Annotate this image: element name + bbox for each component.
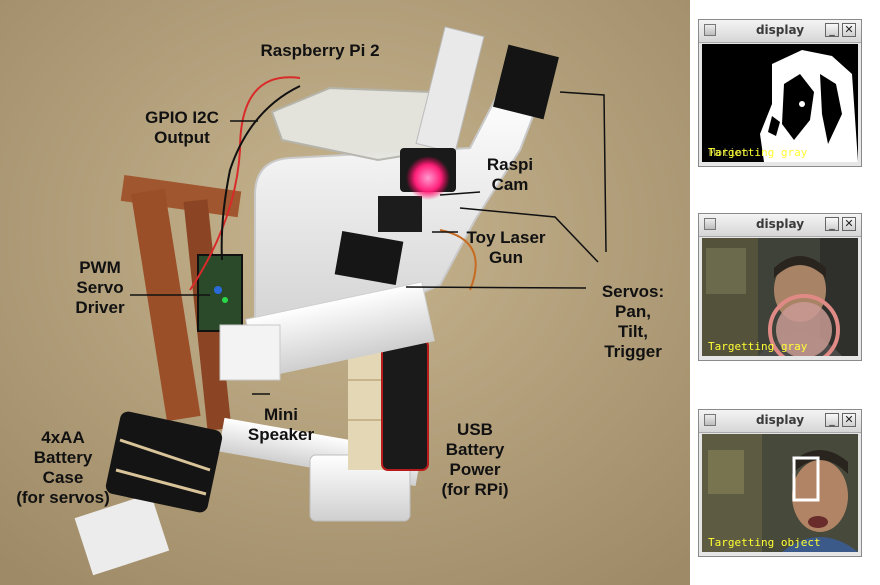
target-circle <box>768 294 840 356</box>
label-toy-laser: Toy Laser Gun <box>466 228 546 267</box>
window-titlebar[interactable]: display _ ✕ <box>699 214 861 237</box>
window-titlebar[interactable]: display _ ✕ <box>699 410 861 433</box>
robot-photo: Raspberry Pi 2 GPIO I2C Output Raspi Cam… <box>0 0 690 585</box>
speaker-box <box>219 324 281 381</box>
label-usb-battery: USB Battery Power (for RPi) <box>441 420 509 499</box>
window-status-text: Targetting object <box>708 536 821 549</box>
display-window-motion[interactable]: display _ ✕ Motion Targetting gray <box>698 19 862 167</box>
window-title: display <box>755 23 805 37</box>
minimize-icon[interactable]: _ <box>825 217 839 231</box>
robot-illustration <box>0 0 690 585</box>
laser-light <box>406 156 450 200</box>
callout-line-servo-c <box>405 286 587 289</box>
window-menu-icon[interactable] <box>704 24 716 36</box>
display-window-object[interactable]: display _ ✕ Targetting object <box>698 409 862 557</box>
minimize-icon[interactable]: _ <box>825 413 839 427</box>
callout-line-cam <box>439 191 481 196</box>
leg-connector <box>74 493 170 576</box>
label-raspi-cam: Raspi Cam <box>486 155 534 194</box>
motion-threshold-view: Motion Targetting gray <box>702 44 858 162</box>
camera-view-object: Targetting object <box>702 434 858 552</box>
window-menu-icon[interactable] <box>704 414 716 426</box>
label-mini-speaker: Mini Speaker <box>247 405 315 444</box>
window-status-text: Targetting gray <box>708 340 808 353</box>
minimize-icon[interactable]: _ <box>825 23 839 37</box>
servo-tilt <box>378 196 422 232</box>
close-icon[interactable]: ✕ <box>842 217 856 231</box>
window-title: display <box>755 413 805 427</box>
callout-line-servo-b <box>459 207 599 263</box>
display-window-gray[interactable]: display _ ✕ Targetting gray <box>698 213 862 361</box>
close-icon[interactable]: ✕ <box>842 413 856 427</box>
usb-battery <box>381 339 429 471</box>
motion-status-overlay: Motion <box>709 146 749 159</box>
label-servos: Servos: Pan, Tilt, Trigger <box>601 282 665 361</box>
label-battery-case: 4xAA Battery Case (for servos) <box>16 428 110 507</box>
window-titlebar[interactable]: display _ ✕ <box>699 20 861 43</box>
battery-case <box>105 411 223 513</box>
window-title: display <box>755 217 805 231</box>
close-icon[interactable]: ✕ <box>842 23 856 37</box>
wood-crossbar <box>120 175 242 218</box>
label-pwm-servo-driver: PWM Servo Driver <box>75 258 125 317</box>
wood-post <box>131 188 201 422</box>
target-box <box>792 456 820 502</box>
servo-trigger <box>493 44 559 120</box>
label-gpio-i2c: GPIO I2C Output <box>145 108 219 147</box>
window-status-text: Targetting gray <box>708 146 808 159</box>
window-menu-icon[interactable] <box>704 218 716 230</box>
callout-line-servo-a <box>559 91 607 253</box>
label-raspberry-pi: Raspberry Pi 2 <box>260 41 380 60</box>
servo-pan <box>334 230 404 286</box>
camera-view-gray: Targetting gray <box>702 238 858 356</box>
